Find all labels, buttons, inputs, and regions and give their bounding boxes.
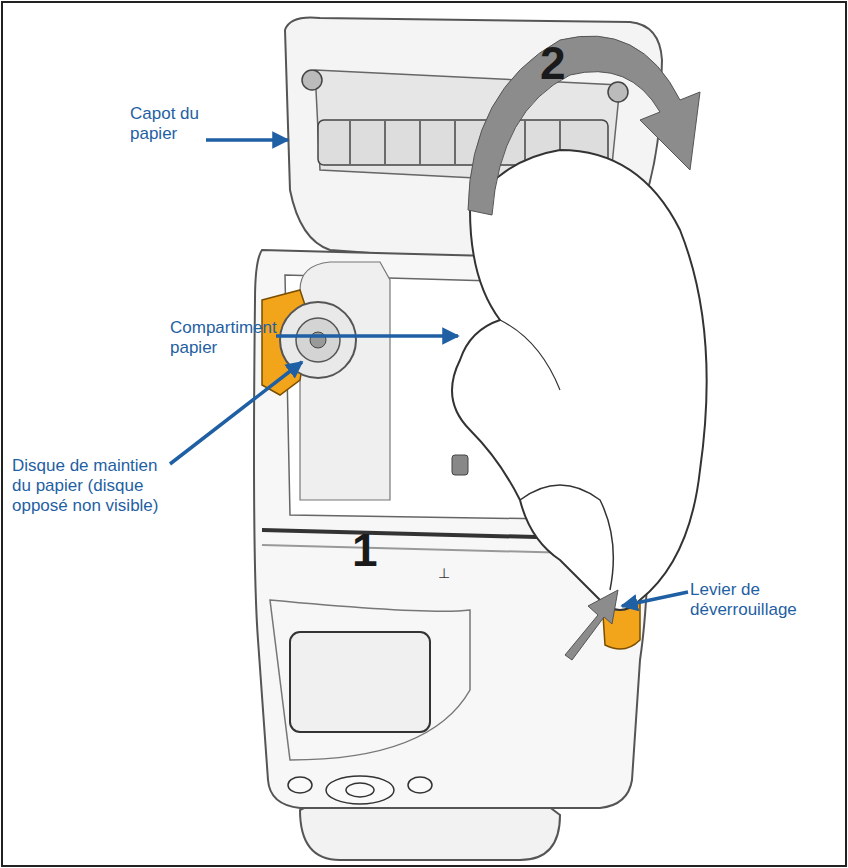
motion-arrow bbox=[468, 36, 700, 215]
part-label: Disque de maintien du papier (disque opp… bbox=[12, 456, 180, 516]
svg-text:⊥: ⊥ bbox=[438, 565, 450, 581]
leader-arrow bbox=[170, 140, 688, 606]
hand bbox=[452, 150, 707, 610]
callout-number: 2 bbox=[540, 38, 580, 88]
part-label: Levier de déverrouillage bbox=[690, 580, 820, 620]
display-screen bbox=[290, 632, 430, 732]
callout-number: 1 bbox=[352, 525, 392, 575]
holder-disc bbox=[280, 302, 356, 378]
motion-arrow bbox=[565, 590, 618, 660]
keypad bbox=[288, 776, 432, 804]
part-label: Compartiment papier bbox=[170, 318, 290, 358]
part-label: Capot du papier bbox=[130, 104, 230, 144]
